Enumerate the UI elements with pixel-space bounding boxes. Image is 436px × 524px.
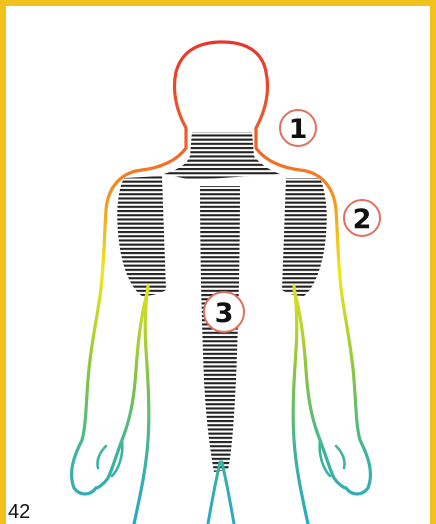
hatched-zone-left-shoulder	[117, 176, 166, 296]
gluteal-cleft	[208, 462, 234, 524]
callout-3-label: 3	[215, 298, 234, 329]
hatched-zone-right-shoulder	[282, 178, 327, 296]
callout-1-label: 1	[289, 114, 308, 145]
callout-2: 2	[344, 200, 380, 236]
callout-2-label: 2	[353, 204, 372, 235]
callout-1: 1	[280, 110, 316, 146]
callout-3: 3	[204, 292, 244, 332]
page-number: 42	[8, 500, 30, 524]
